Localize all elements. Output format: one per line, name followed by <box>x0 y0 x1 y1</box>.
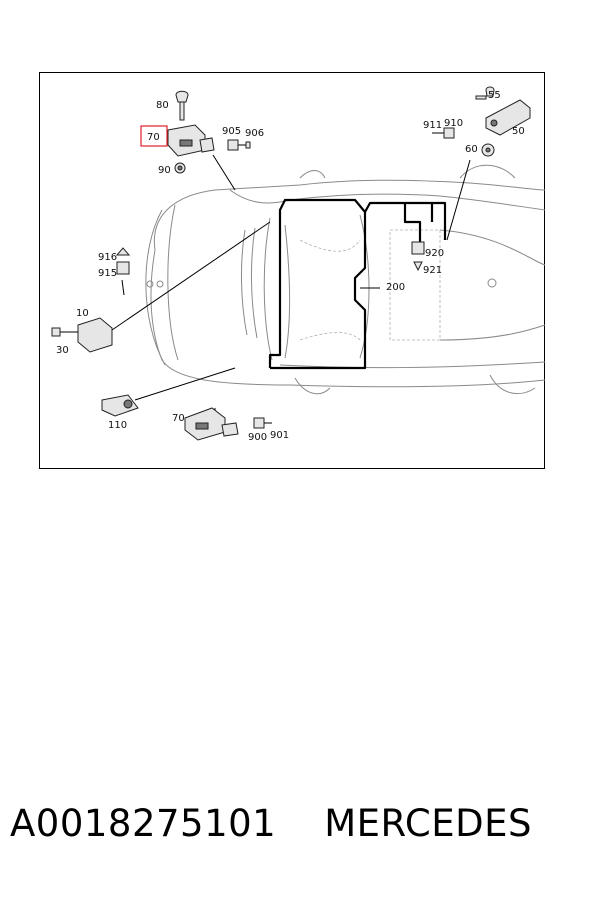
callout-10: 10 <box>76 308 89 319</box>
callout-911: 911 <box>423 120 442 131</box>
part-connector-900 <box>253 417 272 429</box>
part-sensor-110 <box>101 394 139 417</box>
part-module-10 <box>51 317 113 353</box>
callout-921: 921 <box>423 265 442 276</box>
callout-110: 110 <box>108 420 127 431</box>
part-nut-60 <box>481 143 495 157</box>
part-connector-905 <box>227 139 251 151</box>
callout-50: 50 <box>512 126 525 137</box>
callout-906: 906 <box>245 128 264 139</box>
callout-901: 901 <box>270 430 289 441</box>
callout-70-top: 70 <box>147 132 160 143</box>
callout-55: 55 <box>488 90 501 101</box>
callout-30: 30 <box>56 345 69 356</box>
car-outline <box>145 164 546 395</box>
part-sensor-70-bottom <box>184 407 239 441</box>
callout-910: 910 <box>444 118 463 129</box>
callout-70-bottom: 70 <box>172 413 185 424</box>
callout-labels: 80 70 905 906 90 55 911 910 50 60 916 91… <box>56 90 525 443</box>
part-caption: A0018275101 MERCEDES <box>10 802 590 862</box>
wiring-harness <box>268 198 447 370</box>
part-nut-90 <box>174 162 186 174</box>
callout-highlight-box <box>140 125 168 147</box>
callout-905: 905 <box>222 126 241 137</box>
part-sensor-50 <box>485 99 531 136</box>
callout-916: 916 <box>98 252 117 263</box>
part-sensor-70-top <box>167 124 215 157</box>
part-connector-915 <box>115 247 131 275</box>
part-bolt-55 <box>475 86 495 100</box>
callout-90: 90 <box>158 165 171 176</box>
callout-80: 80 <box>156 100 169 111</box>
callout-200: 200 <box>386 282 405 293</box>
part-number: A0018275101 <box>10 802 277 845</box>
callout-900: 900 <box>248 432 267 443</box>
part-connector-920 <box>411 241 425 272</box>
part-bolt-80 <box>175 90 189 121</box>
callout-920: 920 <box>425 248 444 259</box>
callout-60: 60 <box>465 144 478 155</box>
brand-name: MERCEDES <box>324 802 532 845</box>
callout-915: 915 <box>98 268 117 279</box>
part-connector-910 <box>432 127 455 139</box>
leader-lines <box>111 154 471 412</box>
